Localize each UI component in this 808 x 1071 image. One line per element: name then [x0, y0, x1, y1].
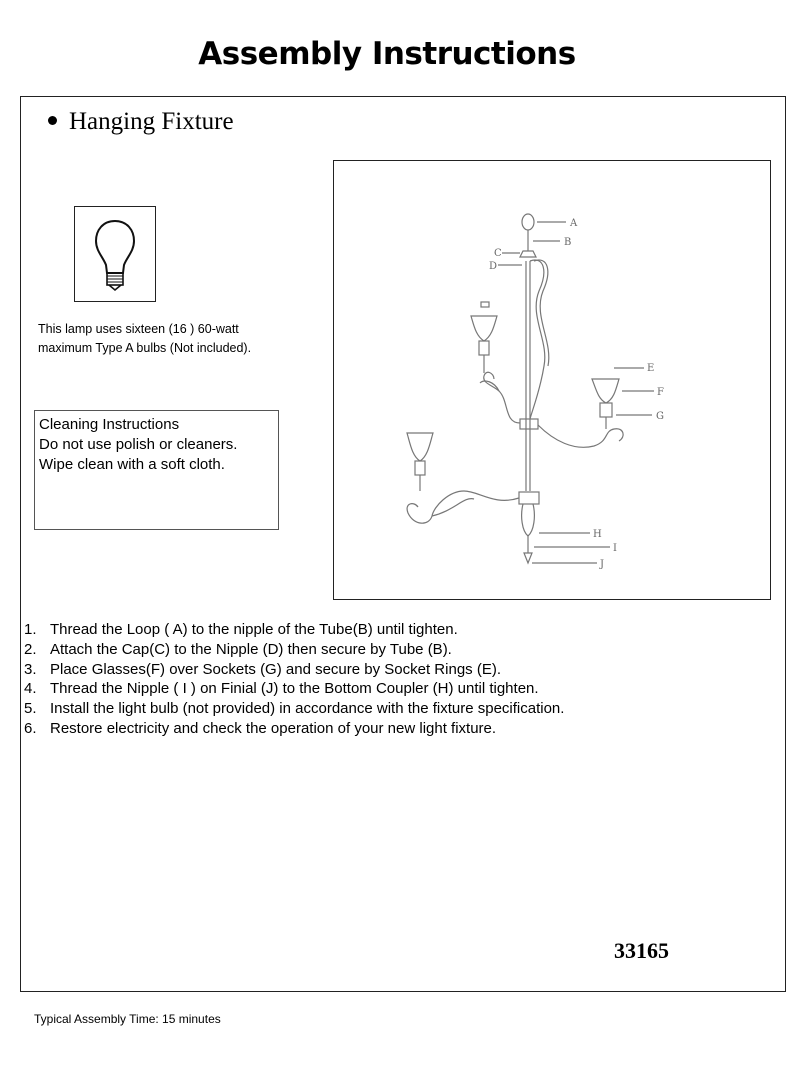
cleaning-line1: Do not use polish or cleaners.	[39, 436, 238, 453]
step-item: 1. Thread the Loop ( A) to the nipple of …	[24, 620, 564, 640]
chandelier-illustration: A B C D E F G H I J	[406, 213, 664, 570]
section-heading-text: Hanging Fixture	[69, 108, 234, 135]
step-item: 3. Place Glasses(F) over Sockets (G) and …	[24, 660, 564, 680]
fixture-diagram: A B C D E F G H I J	[333, 160, 771, 600]
step-text: Attach the Cap(C) to the Nipple (D) then…	[50, 640, 452, 658]
label-h: H	[593, 529, 602, 540]
assembly-time-note: Typical Assembly Time: 15 minutes	[34, 1012, 221, 1026]
step-text: Install the light bulb (not provided) in…	[50, 700, 565, 718]
label-i: I	[613, 543, 617, 554]
label-f: F	[657, 387, 664, 398]
assembly-steps: 1. Thread the Loop ( A) to the nipple of …	[24, 620, 564, 739]
page-title: Assembly Instructions	[198, 36, 576, 72]
step-number: 5.	[24, 700, 37, 718]
step-text: Thread the Nipple ( I ) on Finial (J) to…	[50, 680, 539, 698]
label-a: A	[569, 218, 578, 229]
step-item: 2. Attach the Cap(C) to the Nipple (D) th…	[24, 640, 564, 660]
step-item: 5. Install the light bulb (not provided) …	[24, 699, 564, 719]
step-item: 4. Thread the Nipple ( I ) on Finial (J) …	[24, 679, 564, 699]
label-g: G	[656, 411, 664, 422]
step-number: 1.	[24, 621, 37, 638]
bulb-note-line1: This lamp uses sixteen (16 ) 60-watt	[38, 322, 239, 336]
step-number: 6.	[24, 719, 37, 737]
cleaning-title: Cleaning Instructions	[39, 416, 180, 433]
bulb-note: This lamp uses sixteen (16 ) 60-watt max…	[38, 320, 298, 358]
step-item: 6. Restore electricity and check the oper…	[24, 719, 564, 739]
label-b: B	[564, 237, 571, 248]
label-d: D	[489, 261, 497, 272]
bulb-illustration	[74, 206, 156, 302]
bulb-note-line2: maximum Type A bulbs (Not included).	[38, 341, 252, 355]
content-frame	[20, 96, 786, 992]
step-number: 2.	[24, 640, 37, 658]
model-number: 33165	[614, 938, 669, 963]
cleaning-line2: Wipe clean with a soft cloth.	[39, 456, 225, 473]
step-number: 4.	[24, 680, 37, 698]
section-heading: Hanging Fixture	[48, 108, 234, 136]
cleaning-instructions-box: Cleaning Instructions Do not use polish …	[34, 410, 279, 530]
bullet-icon	[48, 115, 57, 125]
step-text: Restore electricity and check the operat…	[50, 719, 497, 737]
label-e: E	[647, 363, 654, 374]
light-bulb-icon	[94, 219, 136, 292]
step-number: 3.	[24, 660, 37, 678]
step-text: Place Glasses(F) over Sockets (G) and se…	[50, 660, 501, 678]
label-c: C	[494, 248, 502, 259]
label-j: J	[599, 559, 604, 570]
step-text: Thread the Loop ( A) to the nipple of th…	[50, 621, 458, 638]
